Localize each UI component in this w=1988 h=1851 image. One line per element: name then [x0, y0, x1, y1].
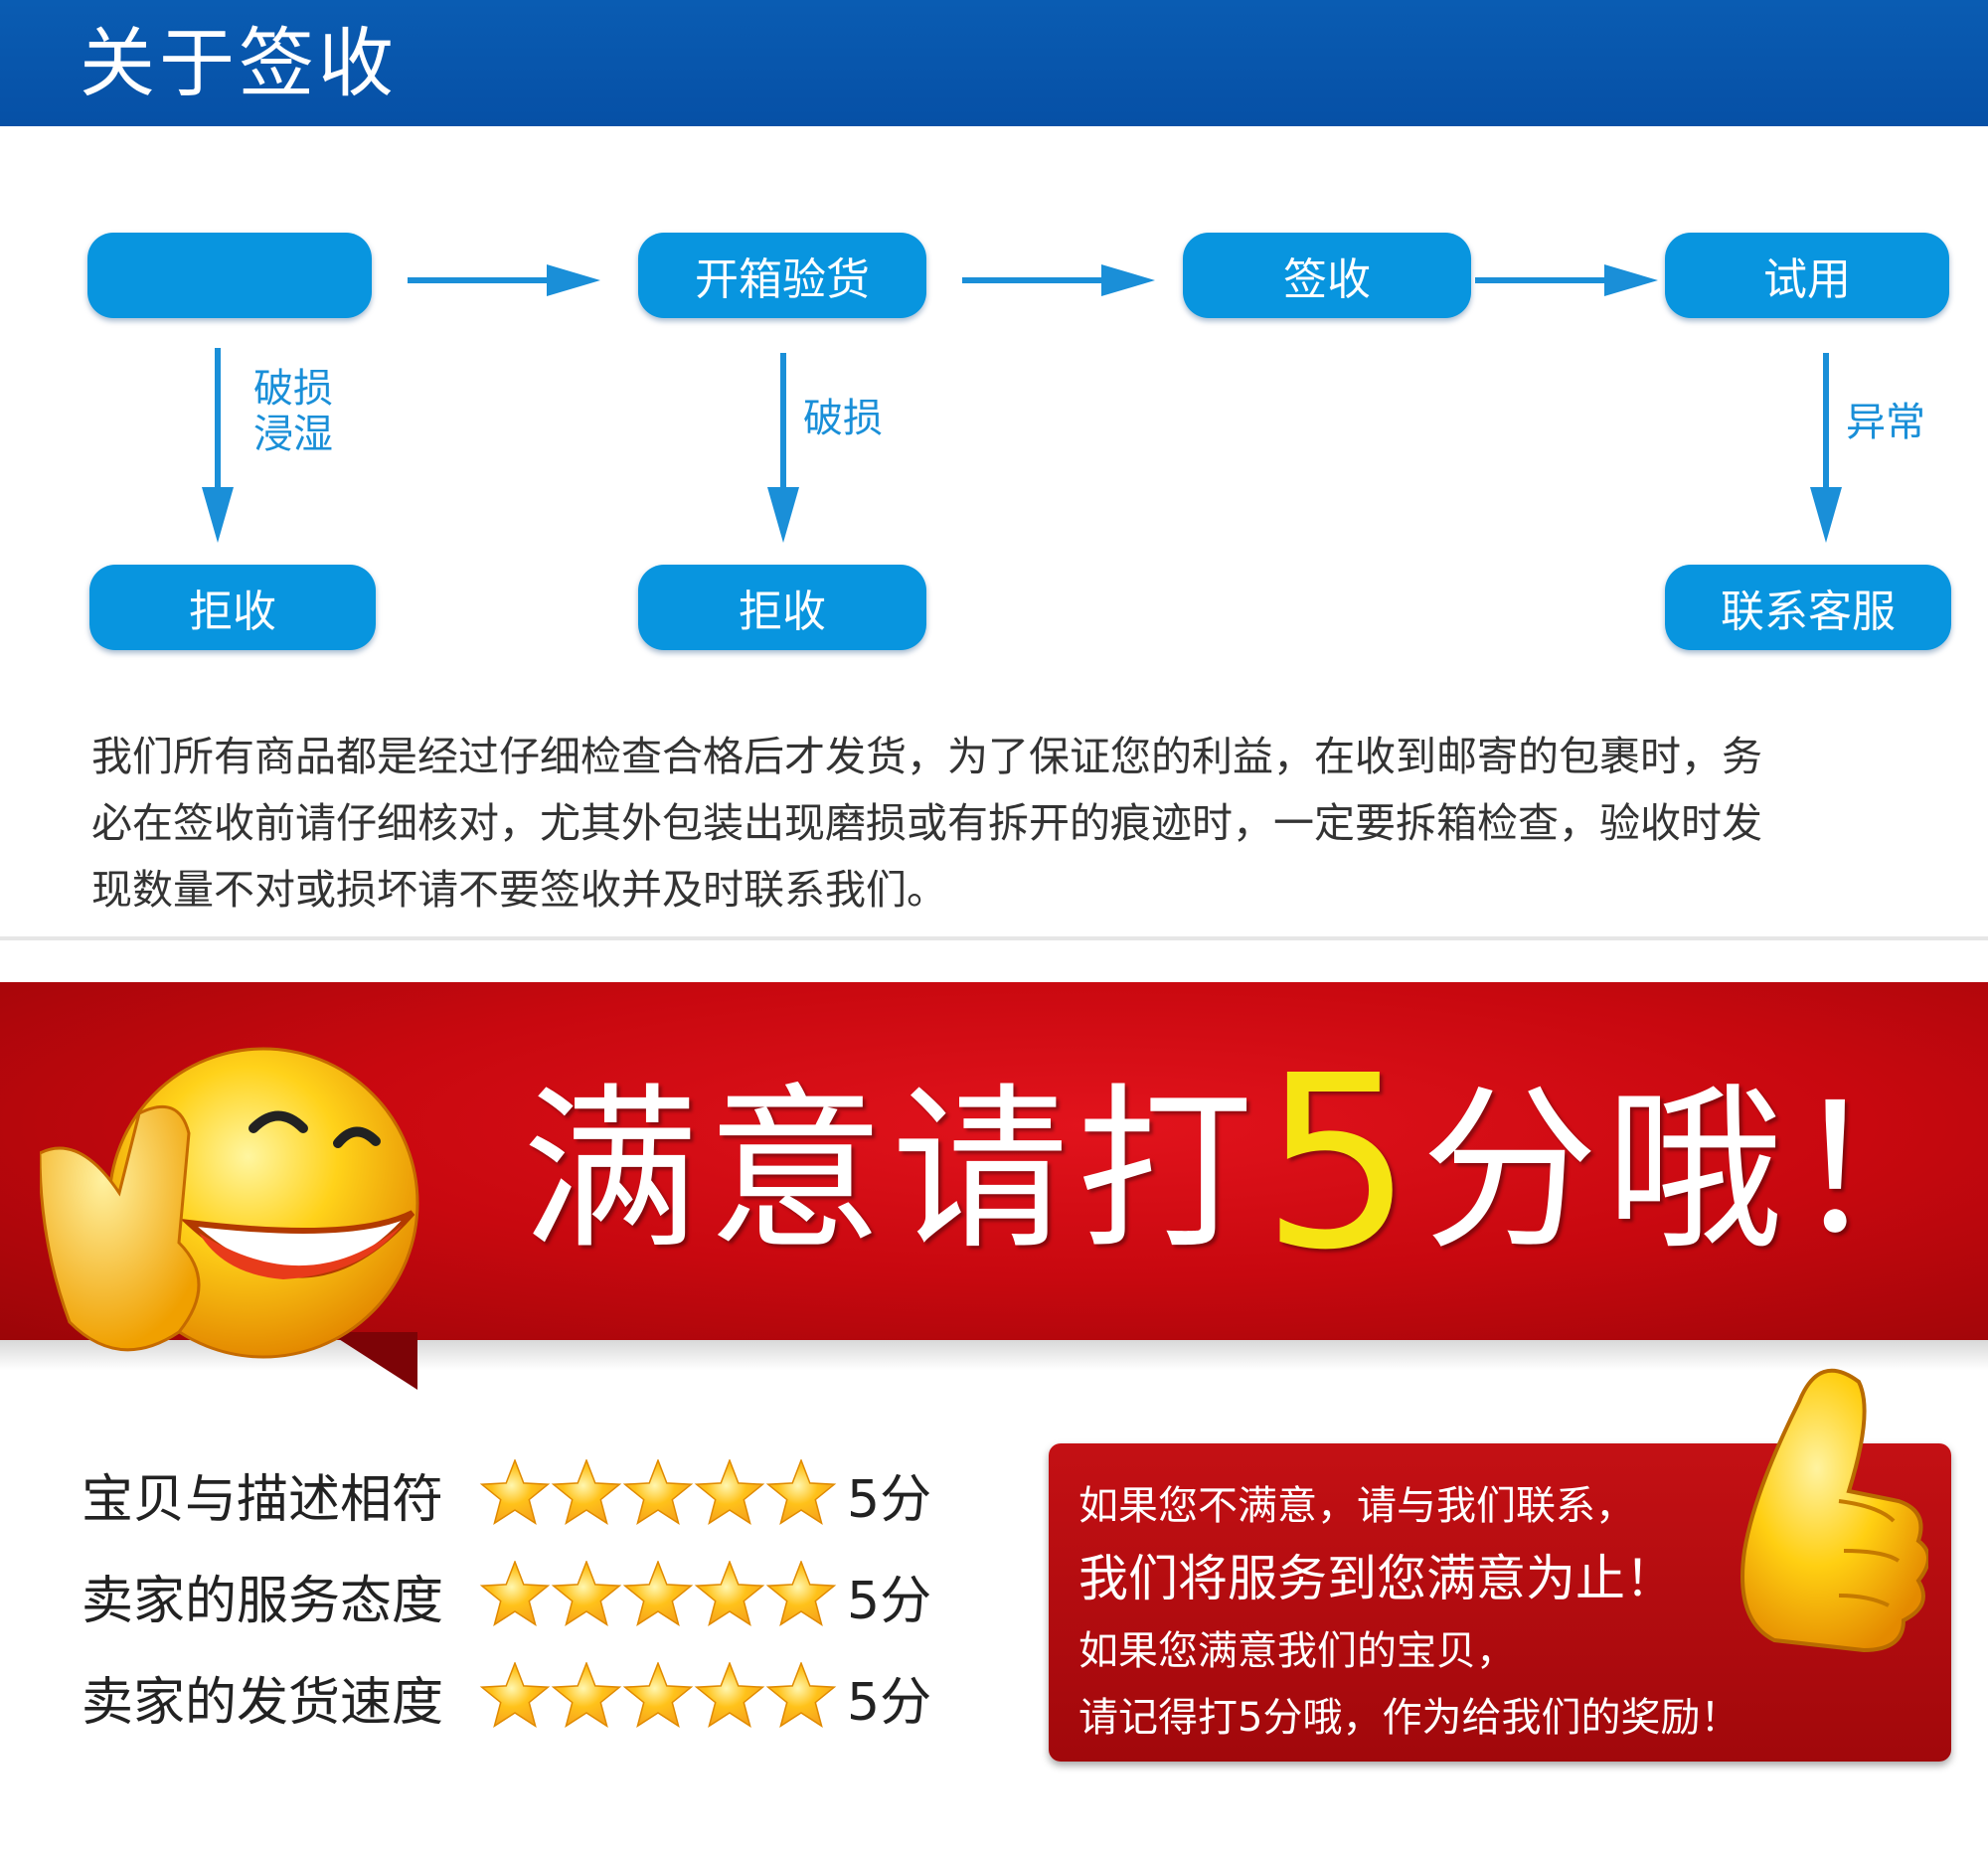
banner-headline: 满意请打5分哦！ [522, 1024, 1976, 1302]
message-line-3: 如果您满意我们的宝贝， [1078, 1628, 1516, 1674]
star-icon [694, 1662, 765, 1728]
star-icon [551, 1459, 622, 1525]
arrow-right-1 [408, 277, 557, 283]
flow-reject-1: 拒收 [89, 565, 376, 650]
arrow-down-2-head [767, 487, 799, 543]
flow-step-receive [87, 233, 372, 318]
star-icon [765, 1459, 837, 1525]
banner-shadow [0, 1340, 1988, 1370]
banner-ribbon-fold [328, 1332, 417, 1390]
star-icon [765, 1561, 837, 1626]
rating-label: 卖家的发货速度 [82, 1673, 444, 1733]
rating-label: 宝贝与描述相符 [82, 1470, 444, 1530]
arrow-right-3-head [1604, 264, 1658, 296]
star-icon [479, 1662, 551, 1728]
page-title: 关于签收 [80, 19, 398, 107]
star-rating [479, 1662, 837, 1728]
divider [0, 936, 1988, 940]
message-line-1: 如果您不满意，请与我们联系， [1078, 1483, 1635, 1529]
arrow-down-3-head [1810, 487, 1842, 543]
arrow-down-3 [1823, 353, 1829, 497]
star-icon [622, 1561, 694, 1626]
header-bar [0, 0, 1988, 126]
branch-label-abnormal: 异常 [1846, 400, 1925, 445]
flow-step-trial: 试用 [1665, 233, 1949, 318]
flow-contact-support: 联系客服 [1665, 565, 1951, 650]
star-rating [479, 1459, 837, 1525]
star-icon [479, 1561, 551, 1626]
message-line-2: 我们将服务到您满意为止！ [1078, 1550, 1675, 1607]
banner-five: 5 [1261, 1024, 1421, 1302]
star-icon [551, 1662, 622, 1728]
star-rating [479, 1561, 837, 1626]
rating-label: 卖家的服务态度 [82, 1572, 444, 1631]
arrow-right-1-head [547, 264, 600, 296]
star-icon [551, 1561, 622, 1626]
rating-score: 5分 [847, 1470, 932, 1530]
rating-score: 5分 [847, 1673, 932, 1733]
branch-label-damaged: 破损 [803, 396, 883, 441]
branch-label-damaged-wet: 破损 浸湿 [253, 366, 333, 457]
message-line-4: 请记得打5分哦，作为给我们的奖励！ [1078, 1695, 1740, 1741]
arrow-right-3 [1475, 277, 1614, 283]
star-icon [622, 1662, 694, 1728]
star-icon [765, 1662, 837, 1728]
star-icon [479, 1459, 551, 1525]
smiley-victory-icon [40, 1047, 419, 1359]
arrow-right-2-head [1101, 264, 1155, 296]
arrow-down-1-head [202, 487, 234, 543]
thumbs-up-icon [1740, 1368, 1928, 1653]
arrow-right-2 [962, 277, 1111, 283]
star-icon [694, 1561, 765, 1626]
arrow-down-2 [780, 353, 786, 497]
flow-step-sign: 签收 [1183, 233, 1471, 318]
arrow-down-1 [215, 348, 221, 497]
star-icon [622, 1459, 694, 1525]
rating-score: 5分 [847, 1572, 932, 1631]
flow-step-inspect: 开箱验货 [638, 233, 926, 318]
flow-arrows [202, 264, 1842, 543]
flow-reject-2: 拒收 [638, 565, 926, 650]
sign-notice-text: 我们所有商品都是经过仔细检查合格后才发货，为了保证您的利益，在收到邮寄的包裹时，… [91, 733, 1762, 914]
star-icon [694, 1459, 765, 1525]
